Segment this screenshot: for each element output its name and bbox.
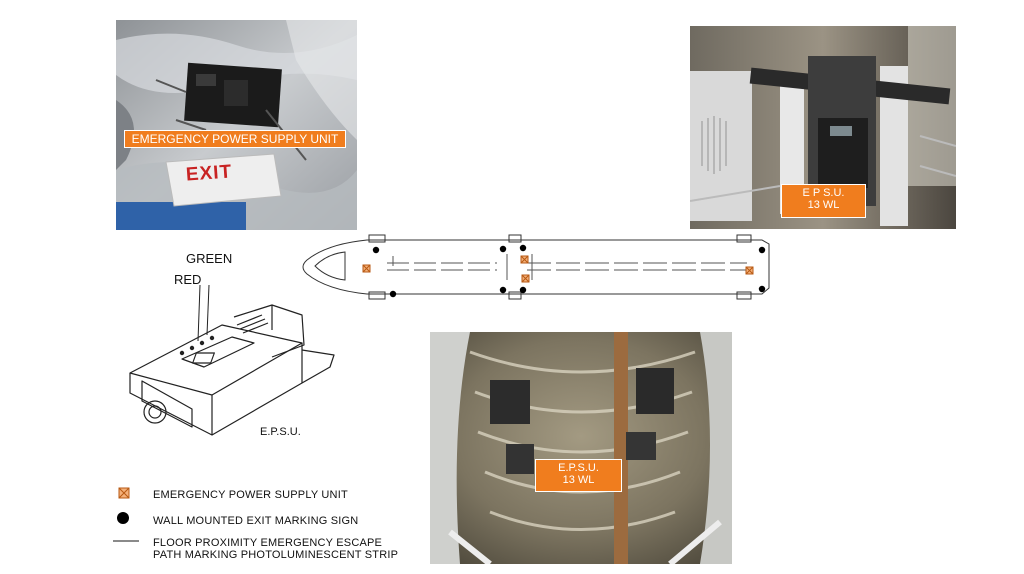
- epsu-ceiling-label: E.P.S.U. 13 WL: [535, 459, 622, 492]
- exit-sign-text: EXIT: [185, 161, 233, 186]
- red-indicator-label: RED: [174, 272, 202, 287]
- legend-epsu-symbol: [118, 487, 130, 499]
- legend-strip-text: FLOOR PROXIMITY EMERGENCY ESCAPE PATH MA…: [153, 537, 398, 561]
- photo-epsu-overhead: E P S.U. 13 WL: [690, 26, 956, 229]
- epsu-photo-label: EMERGENCY POWER SUPPLY UNIT: [124, 130, 346, 148]
- cabin-plan-diagram: [302, 234, 770, 300]
- legend-exit-sign-text: WALL MOUNTED EXIT MARKING SIGN: [153, 515, 359, 527]
- legend-strip-text-line1: FLOOR PROXIMITY EMERGENCY ESCAPE: [153, 537, 383, 549]
- epsu-overhead-label: E P S.U. 13 WL: [781, 184, 866, 218]
- legend-strip-symbol: [113, 540, 139, 542]
- epsu-overhead-label-line2: 13 WL: [807, 198, 840, 211]
- epsu-unit-drawing: [129, 284, 335, 436]
- photo-epsu-location: EMERGENCY POWER SUPPLY UNIT EXIT: [116, 20, 357, 230]
- epsu-drawing-caption: E.P.S.U.: [260, 426, 301, 438]
- legend-epsu-text: EMERGENCY POWER SUPPLY UNIT: [153, 489, 348, 501]
- legend-exit-sign-symbol: [117, 512, 129, 524]
- photo-epsu-location-image: [116, 20, 357, 230]
- green-indicator-label: GREEN: [186, 251, 233, 266]
- epsu-ceiling-label-line2: 13 WL: [562, 473, 595, 486]
- photo-epsu-ceiling: E.P.S.U. 13 WL: [430, 332, 732, 564]
- legend-strip-text-line2: PATH MARKING PHOTOLUMINESCENT STRIP: [153, 549, 399, 561]
- photo-epsu-ceiling-image: [430, 332, 732, 564]
- epsu-overhead-label-line1: E P S.U.: [802, 187, 845, 199]
- epsu-ceiling-label-line1: E.P.S.U.: [558, 462, 599, 474]
